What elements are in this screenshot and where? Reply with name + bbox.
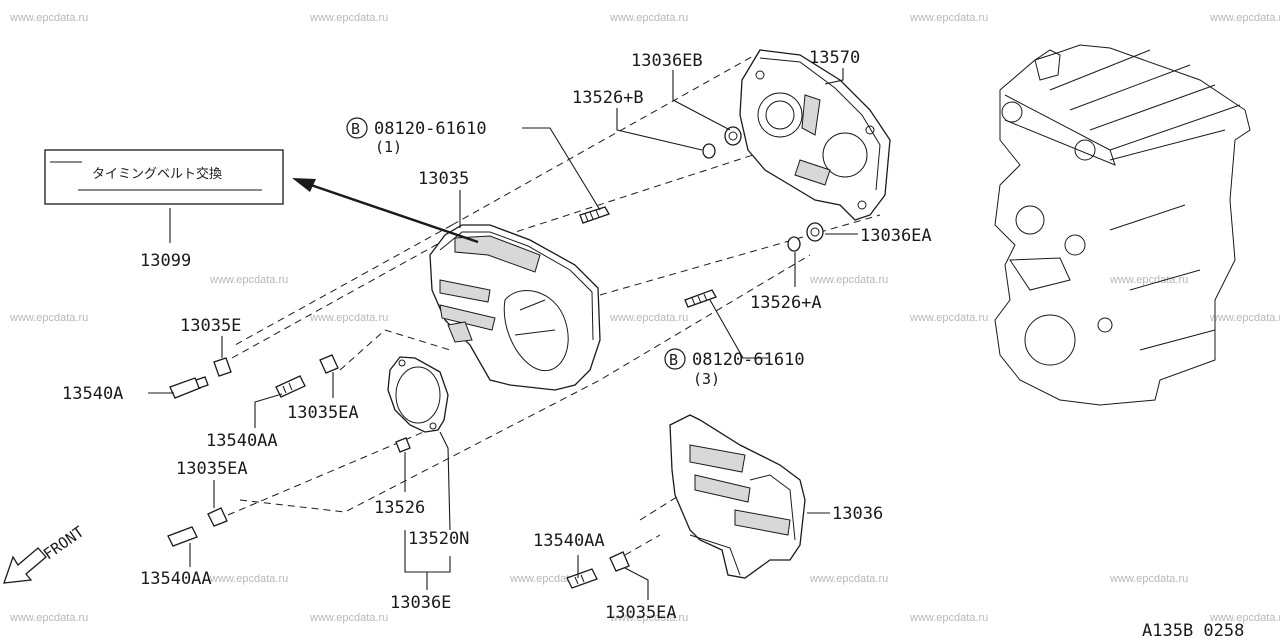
- label-bolt-qty-3: (3): [693, 370, 720, 388]
- label-13035E: 13035E: [180, 316, 241, 336]
- label-13520N: 13520N: [408, 529, 469, 549]
- label-13035EA-1: 13035EA: [287, 403, 359, 423]
- front-direction-indicator: FRONT: [3, 523, 87, 584]
- label-13036EB: 13036EB: [631, 51, 703, 71]
- sticker-location-arrow: [292, 178, 479, 244]
- part-labels: 13036EB 13570 13526+B B 08120-61610 (1) …: [62, 48, 932, 623]
- watermark: www.epcdata.ru: [209, 274, 288, 286]
- label-13570: 13570: [809, 48, 860, 68]
- watermark: www.epcdata.ru: [809, 274, 888, 286]
- label-13540AA-1: 13540AA: [206, 431, 278, 451]
- bolt-marker-1: [346, 117, 368, 139]
- watermark: www.epcdata.ru: [1209, 612, 1280, 624]
- gasket: [387, 356, 449, 433]
- watermark: www.epcdata.ru: [209, 573, 288, 585]
- watermark: www.epcdata.ru: [309, 612, 388, 624]
- bolt-marker-1-letter: B: [351, 120, 360, 138]
- fasteners: [167, 126, 824, 589]
- watermark: www.epcdata.ru: [1209, 12, 1280, 24]
- label-13036EA: 13036EA: [860, 226, 932, 246]
- diagram-code: A135B 0258: [1142, 621, 1244, 640]
- label-13035EA-2: 13035EA: [176, 459, 248, 479]
- label-bolt-08120-61610-1: 08120-61610: [374, 119, 487, 139]
- engine-block: [994, 44, 1251, 406]
- watermark: www.epcdata.ru: [9, 12, 88, 24]
- bolt-marker-3: [664, 348, 686, 370]
- watermark: www.epcdata.ru: [609, 312, 688, 324]
- watermark: www.epcdata.ru: [9, 612, 88, 624]
- label-13526: 13526: [374, 498, 425, 518]
- label-13035: 13035: [418, 169, 469, 189]
- front-label: FRONT: [40, 523, 87, 564]
- front-arrow-icon: [3, 547, 47, 584]
- label-13540AA-3: 13540AA: [533, 531, 605, 551]
- leader-lines: [148, 68, 858, 600]
- rear-timing-cover: [739, 49, 891, 221]
- watermark: www.epcdata.ru: [1109, 274, 1188, 286]
- label-13526A: 13526+A: [750, 293, 822, 313]
- label-13035EA-3: 13035EA: [605, 603, 677, 623]
- label-13099: 13099: [140, 251, 191, 271]
- watermark: www.epcdata.ru: [909, 12, 988, 24]
- bolt-marker-3-letter: B: [669, 351, 678, 369]
- label-bolt-08120-61610-3: 08120-61610: [692, 350, 805, 370]
- front-timing-cover-lower: [669, 414, 806, 579]
- label-13540A: 13540A: [62, 384, 123, 404]
- label-13526B: 13526+B: [572, 88, 644, 108]
- sticker-text: タイミングベルト交換: [92, 166, 222, 182]
- watermark: www.epcdata.ru: [1209, 312, 1280, 324]
- assembly-dashed-lines: [227, 54, 881, 556]
- label-13540AA-2: 13540AA: [140, 569, 212, 589]
- watermark: www.epcdata.ru: [1109, 573, 1188, 585]
- label-13036: 13036: [832, 504, 883, 524]
- watermark: www.epcdata.ru: [309, 312, 388, 324]
- watermark: www.epcdata.ru: [9, 312, 88, 324]
- watermark: www.epcdata.ru: [909, 612, 988, 624]
- watermark: www.epcdata.ru: [309, 12, 388, 24]
- label-13036E: 13036E: [390, 593, 451, 613]
- label-bolt-qty-1: (1): [375, 138, 402, 156]
- front-timing-cover-upper: [429, 224, 601, 391]
- watermark: www.epcdata.ru: [809, 573, 888, 585]
- watermark: www.epcdata.ru: [909, 312, 988, 324]
- watermark: www.epcdata.ru: [609, 612, 688, 624]
- sticker-13099: タイミングベルト交換: [44, 149, 284, 205]
- watermark: www.epcdata.ru: [609, 12, 688, 24]
